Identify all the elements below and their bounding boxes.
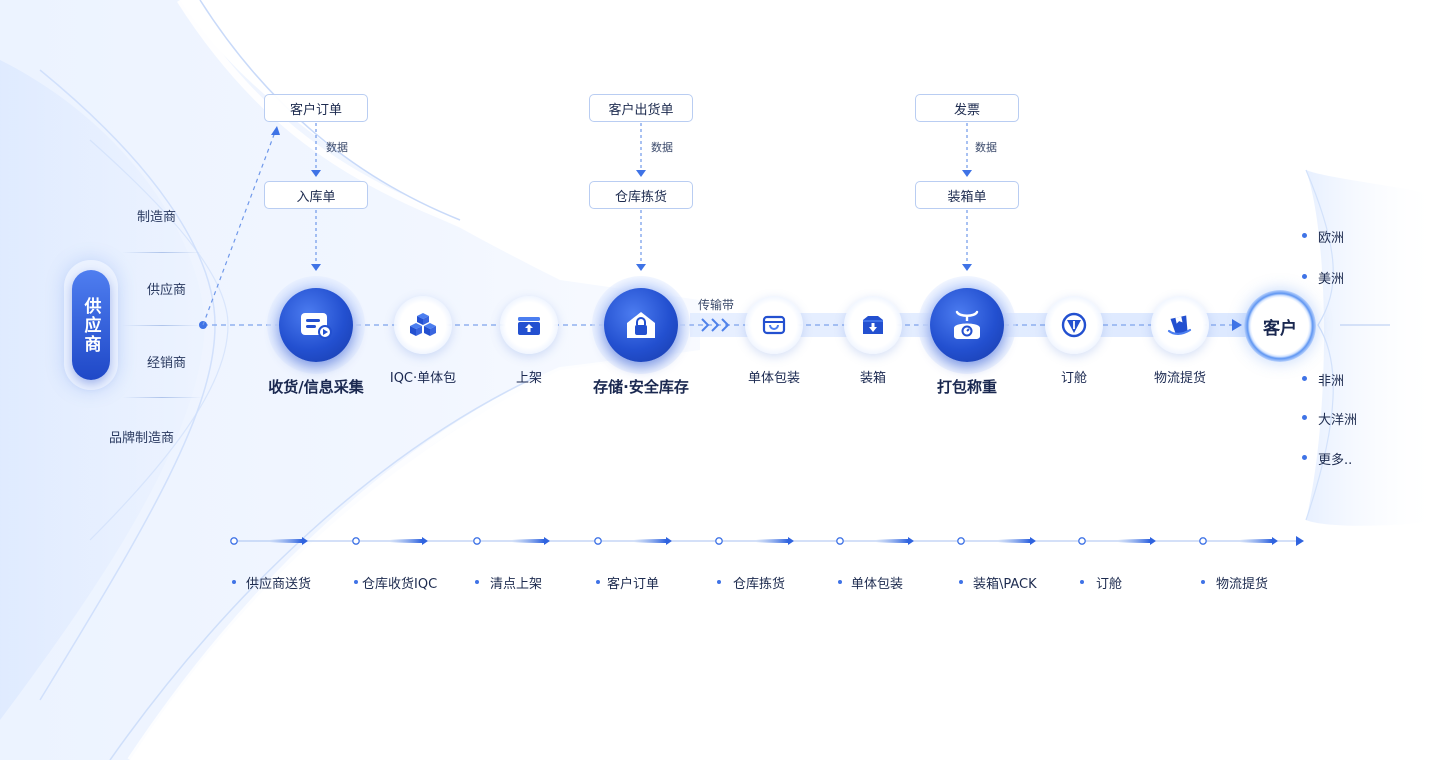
node-iqc <box>394 296 452 354</box>
data-label: 数据 <box>326 141 348 154</box>
region-africa: 非洲 <box>1318 374 1345 389</box>
data-label: 数据 <box>975 141 997 154</box>
region-europe: 欧洲 <box>1318 231 1345 246</box>
timeline-dot <box>354 580 358 584</box>
timeline-dot <box>232 580 236 584</box>
node-receiving <box>267 276 365 374</box>
supplier-type-supplier: 供应商 <box>147 283 187 298</box>
timeline-dot <box>717 580 721 584</box>
timeline-step-booking: 订舱 <box>1096 577 1123 592</box>
doc-invoice: 发票 <box>915 94 1019 122</box>
node-shelving <box>500 296 558 354</box>
scale-icon <box>954 310 980 339</box>
region-dot <box>1302 274 1307 279</box>
supplier-divider <box>122 325 202 326</box>
form-scan-icon <box>301 313 332 339</box>
region-dot <box>1302 376 1307 381</box>
node-weighing-label: 打包称重 <box>936 378 998 396</box>
package-icon <box>762 315 786 335</box>
supplier-type-brand-manufacturer: 品牌制造商 <box>109 431 175 446</box>
node-receiving-label: 收货/信息采集 <box>268 378 364 396</box>
supplier-title: 供应商 <box>72 270 110 380</box>
timeline-step-pack: 装箱\PACK <box>973 577 1037 592</box>
doc-packing-list: 装箱单 <box>915 181 1019 209</box>
data-label: 数据 <box>651 141 673 154</box>
doc-warehouse-picking: 仓库拣货 <box>589 181 693 209</box>
timeline-step-count-shelve: 清点上架 <box>490 577 543 592</box>
doc-customer-shipping-order: 客户出货单 <box>589 94 693 122</box>
customer-node: 客户 <box>1244 290 1316 362</box>
timeline-dot <box>1201 580 1205 584</box>
node-booking-label: 订舱 <box>1060 371 1088 386</box>
doc-customer-order: 客户订单 <box>264 94 368 122</box>
doc-inbound-order: 入库单 <box>264 181 368 209</box>
timeline-step-supplier-delivery: 供应商送货 <box>246 577 312 592</box>
region-dot <box>1302 415 1307 420</box>
boxes-icon <box>410 313 436 336</box>
timeline-dot <box>1080 580 1084 584</box>
delivery-bag-icon <box>1167 315 1192 335</box>
node-boxing-label: 装箱 <box>859 371 887 386</box>
shelf-upload-icon <box>518 317 540 335</box>
timeline-step-warehouse-receiving: 仓库收货IQC <box>362 577 438 592</box>
node-storage-label: 存储·安全库存 <box>593 378 689 396</box>
node-logistics-label: 物流提货 <box>1153 371 1207 386</box>
region-dot <box>1302 455 1307 460</box>
supplier-type-manufacturer: 制造商 <box>137 210 177 225</box>
region-americas: 美洲 <box>1318 272 1345 287</box>
conveyor-label: 传输带 <box>698 298 735 312</box>
node-shelving-label: 上架 <box>515 371 543 386</box>
timeline-dot <box>596 580 600 584</box>
supplier-divider <box>122 252 202 253</box>
node-unit-packaging <box>745 296 803 354</box>
timeline-step-customer-order: 客户订单 <box>607 577 660 592</box>
timeline-dot <box>959 580 963 584</box>
node-weighing <box>918 276 1016 374</box>
timeline-step-unit-packaging: 单体包装 <box>851 577 904 592</box>
region-oceania: 大洋洲 <box>1318 413 1358 428</box>
supplier-type-distributor: 经销商 <box>147 356 187 371</box>
ship-icon <box>1061 312 1087 338</box>
node-logistics <box>1151 296 1209 354</box>
supplier-pill: 供应商 <box>64 260 118 390</box>
node-boxing <box>844 296 902 354</box>
supplier-divider <box>122 397 202 398</box>
timeline-dot <box>838 580 842 584</box>
node-storage <box>592 276 690 374</box>
region-dot <box>1302 233 1307 238</box>
node-booking <box>1045 296 1103 354</box>
region-more: 更多.. <box>1318 453 1353 468</box>
node-iqc-label: IQC·单体包 <box>389 371 457 386</box>
node-unit-packaging-label: 单体包装 <box>747 371 801 386</box>
box-down-icon <box>863 316 883 334</box>
warehouse-lock-icon <box>627 312 655 338</box>
timeline-step-logistics-pickup: 物流提货 <box>1216 577 1269 592</box>
timeline-dot <box>475 580 479 584</box>
timeline-step-picking: 仓库拣货 <box>733 577 786 592</box>
